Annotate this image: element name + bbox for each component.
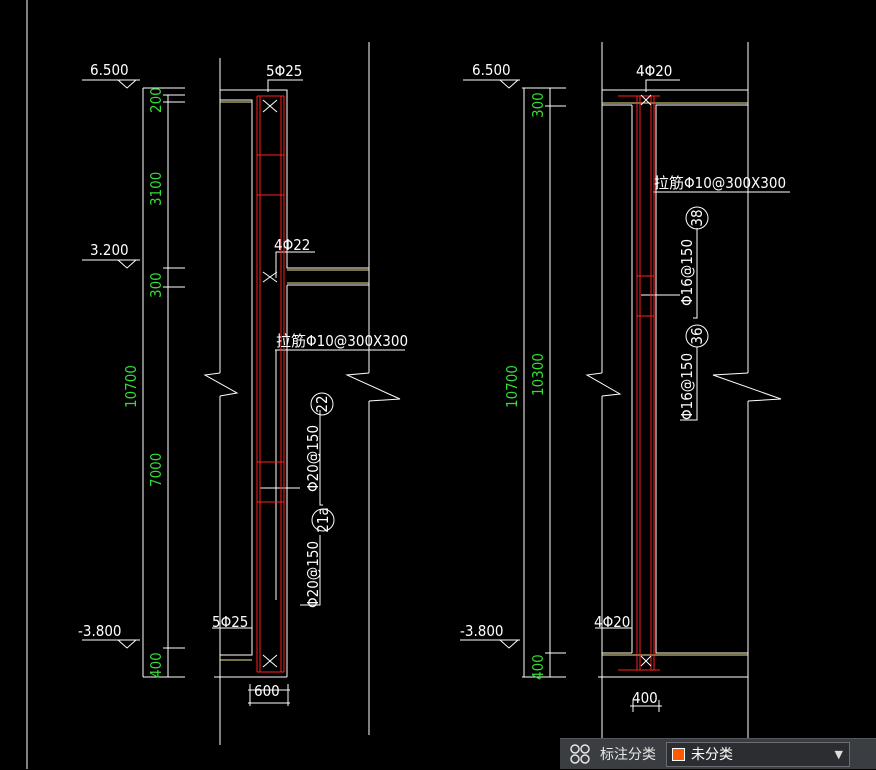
left-tag-lower: 21a: [314, 507, 332, 532]
right-rebar-top: 4Φ20: [636, 62, 672, 80]
left-rebar-bottom: 5Φ25: [212, 613, 248, 631]
grid-icon[interactable]: [560, 739, 600, 770]
left-elevation-bottom: -3.800: [78, 622, 122, 640]
left-dim-7000: 7000: [147, 453, 165, 487]
left-dim-3100: 3100: [147, 172, 165, 206]
left-wall-section: [82, 42, 405, 745]
annotation-category-bar: 标注分类 未分类 ▼: [560, 738, 876, 769]
right-tie-note: 拉筋Φ10@300X300: [654, 174, 786, 192]
left-stirrup-lower: Φ20@150: [304, 541, 322, 608]
left-elevation-mid: 3.200: [90, 241, 129, 259]
left-rebar-mid: 4Φ22: [274, 236, 310, 254]
left-dim-300: 300: [147, 272, 165, 298]
left-elevation-top: 6.500: [90, 61, 129, 79]
right-dim-400: 400: [529, 654, 547, 680]
right-dim-width: 400: [632, 689, 658, 707]
right-dim-10700: 10700: [503, 365, 521, 408]
right-rebar-bottom: 4Φ20: [594, 613, 630, 631]
left-dim-10700: 10700: [122, 365, 140, 408]
annotation-category-label: 标注分类: [600, 747, 656, 763]
left-dim-width: 600: [254, 682, 280, 700]
chevron-down-icon: ▼: [834, 747, 843, 761]
left-tie-note: 拉筋Φ10@300X300: [276, 332, 408, 350]
left-tag-upper: 22: [313, 395, 331, 412]
annotation-category-value: 未分类: [691, 747, 733, 763]
right-dim-300: 300: [529, 92, 547, 118]
left-rebar: [220, 95, 369, 673]
right-stirrup-upper: Φ16@150: [678, 239, 696, 306]
left-rebar-top: 5Φ25: [266, 62, 302, 80]
left-dim-200: 200: [147, 87, 165, 113]
category-color-swatch: [672, 747, 685, 761]
right-dim-10300: 10300: [529, 353, 547, 396]
right-elevation-bottom: -3.800: [460, 622, 504, 640]
right-rebar: [602, 94, 748, 671]
right-tag-upper: 38: [688, 209, 706, 226]
left-stirrup-upper: Φ20@150: [304, 425, 322, 492]
right-elevation-top: 6.500: [472, 61, 511, 79]
right-tag-lower: 36: [688, 327, 706, 344]
left-dim-400: 400: [147, 652, 165, 678]
annotation-category-select[interactable]: 未分类 ▼: [666, 741, 850, 767]
right-stirrup-lower: Φ16@150: [678, 353, 696, 420]
